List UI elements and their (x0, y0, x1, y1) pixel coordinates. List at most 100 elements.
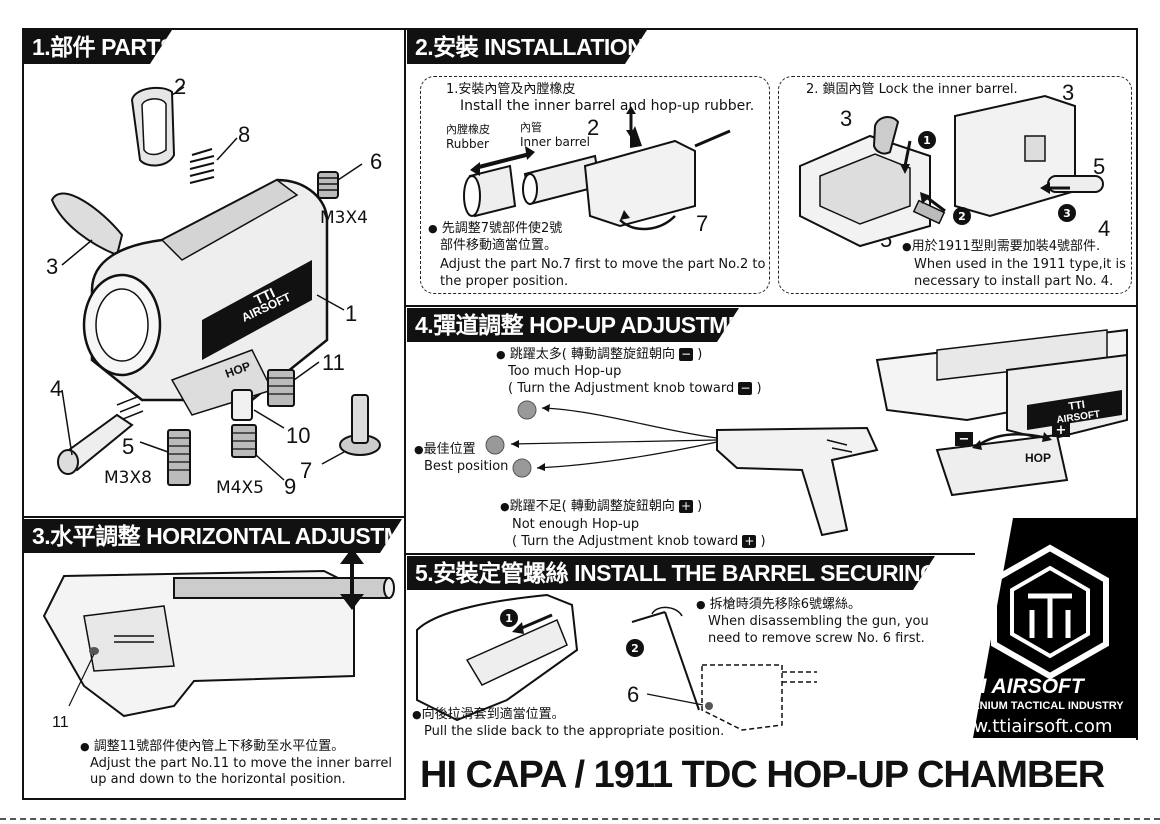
too-much-turn: ( Turn the Adjustment knob toward − ) (508, 380, 762, 397)
part-number-6: 6 (370, 149, 383, 174)
not-enough-cn-text: 跳躍不足( 轉動調整旋鈕朝向 (509, 499, 675, 514)
best-position-cn: ●最佳位置 (414, 442, 476, 457)
slide-note-cn-text: 向後拉滑套到適當位置。 (421, 707, 565, 722)
part-number-3: 3 (46, 254, 59, 279)
install-step1-part-2: 2 (587, 115, 600, 140)
part-6-size: M3X4 (320, 208, 368, 228)
installation-header: 2.安裝 INSTALLATION (407, 30, 647, 64)
hop-up-chamber-exploded-drawing: TTI AIRSOFT HOP (50, 86, 381, 486)
install-step2-note-en1: When used in the 1911 type,it is (914, 257, 1126, 272)
screws-header: 5.安裝定管螺絲 INSTALL THE BARREL SECURING SCR… (407, 556, 935, 590)
too-much-cn-text: 跳躍太多( 轉動調整旋鈕朝向 (509, 347, 675, 362)
part-number-5: 5 (122, 434, 135, 459)
part-number-9: 9 (284, 474, 297, 499)
install-step2-box (778, 76, 1132, 294)
part-number-11: 11 (322, 350, 345, 375)
not-enough-cn-close: ) (697, 499, 703, 514)
screws-drawing: 1 2 (416, 593, 817, 731)
not-enough-cn: ●跳躍不足( 轉動調整旋鈕朝向 + ) (500, 499, 703, 514)
install-step1-title-cn: 1.安裝內管及內膛橡皮 (446, 82, 576, 97)
horizontal-header: 3.水平調整 HORIZONTAL ADJUSTMENT (24, 519, 402, 553)
hopup-trajectory-drawing: TTI AIRSOFT HOP − + (485, 328, 1128, 537)
not-enough-turn-text: ( Turn the Adjustment knob toward (512, 534, 739, 549)
rubber-label-cn: 內膛橡皮 (446, 123, 490, 136)
horizontal-part-11: 11 (52, 714, 69, 731)
part-number-1: 1 (345, 301, 358, 326)
install-step1-part-7: 7 (696, 211, 709, 236)
barrel-label-en: Inner barrel (520, 135, 590, 149)
barrel-label-cn: 內管 (520, 121, 542, 134)
screws-note-cn-text: 拆槍時須先移除6號螺絲。 (709, 597, 862, 612)
hopup-hop-text: HOP (1025, 451, 1051, 465)
too-much-cn-close: ) (697, 347, 703, 362)
screws-part-6: 6 (627, 682, 640, 707)
install-step2-part-4: 4 (1098, 216, 1111, 241)
hopup-knob-minus-icon: − (959, 432, 970, 447)
too-much-turn-text: ( Turn the Adjustment knob toward (508, 381, 735, 396)
plus-icon: + (678, 499, 693, 513)
part-9-size: M4X5 (216, 478, 264, 498)
not-enough-en: Not enough Hop-up (512, 517, 640, 532)
install-step2-note-cn: ●用於1911型則需要加裝4號部件. (902, 239, 1101, 254)
install-step1-drawing (463, 106, 731, 231)
install-step1-note-cn1-text: 先調整7號部件使2號 (441, 221, 563, 236)
product-title: HI CAPA / 1911 TDC HOP-UP CHAMBER (420, 754, 1105, 796)
part-number-7: 7 (300, 458, 313, 483)
part-number-2: 2 (174, 74, 187, 99)
install-step1-title-en: Install the inner barrel and hop-up rubb… (460, 98, 755, 114)
install-step2-badge-1: 1 (923, 134, 931, 147)
install-step2-part-3a: 3 (840, 106, 853, 131)
minus-icon: − (679, 347, 694, 361)
not-enough-turn-close: ) (760, 534, 766, 549)
hopup-header: 4.彈道調整 HOP-UP ADJUSTMENT (407, 308, 739, 342)
slide-note-en: Pull the slide back to the appropriate p… (424, 724, 725, 739)
part-number-8: 8 (238, 122, 251, 147)
not-enough-turn: ( Turn the Adjustment knob toward + ) (512, 533, 766, 550)
brand-name: TTI AIRSOFT (955, 675, 1084, 698)
brand-tagline: TITANIUM TACTICAL INDUSTRY (956, 700, 1124, 712)
rubber-label-en: Rubber (446, 137, 489, 151)
cut-line (0, 818, 1160, 820)
tti-logo-icon (991, 544, 1109, 680)
install-step2-part-5a: 5 (1093, 154, 1106, 179)
install-step1-note-en1: Adjust the part No.7 first to move the p… (440, 257, 766, 272)
best-position-en: Best position (424, 459, 509, 474)
part-5-size: M3X8 (104, 468, 152, 488)
hopup-tti-text: TTI (1068, 399, 1086, 413)
install-step1-note-cn1: ● 先調整7號部件使2號 (428, 221, 563, 236)
install-step2-drawing: 1 2 3 (799, 94, 1104, 248)
install-step1-box (420, 76, 770, 294)
best-position-cn-text: 最佳位置 (423, 442, 476, 457)
too-much-turn-close: ) (756, 381, 762, 396)
title-bar (406, 740, 1138, 800)
brand-url: www.ttiairsoft.com (944, 716, 1113, 737)
hopup-knob-plus-icon: + (1056, 423, 1067, 438)
parts-header: 1.部件 PARTS (24, 30, 172, 64)
screws-badge-2: 2 (631, 642, 639, 655)
install-step2-badge-3: 3 (1063, 207, 1071, 220)
install-step2-title: 2. 鎖固內管 Lock the inner barrel. (806, 82, 1018, 97)
screws-badge-1: 1 (505, 612, 513, 625)
screws-note-en2: need to remove screw No. 6 first. (708, 631, 925, 646)
too-much-en: Too much Hop-up (508, 364, 622, 379)
install-step2-note-en2: necessary to install part No. 4. (914, 274, 1114, 289)
horizontal-note-cn: ● 調整11號部件使內管上下移動至水平位置。 (80, 739, 345, 754)
horizontal-note-cn-text: 調整11號部件使內管上下移動至水平位置。 (93, 739, 345, 754)
part-number-10: 10 (286, 423, 311, 448)
install-step2-badge-2: 2 (958, 210, 966, 223)
plus-icon: + (742, 534, 757, 548)
install-step1-note-cn2: 部件移動適當位置。 (440, 238, 558, 253)
install-step2-part-3b: 3 (1062, 80, 1075, 105)
horizontal-note-en2: up and down to the horizontal position. (90, 772, 346, 787)
install-step2-note-cn-text: 用於1911型則需要加裝4號部件. (911, 239, 1101, 254)
horizontal-adjustment-drawing (42, 548, 395, 718)
install-step1-note-en2: the proper position. (440, 274, 569, 289)
slide-note-cn: ●向後拉滑套到適當位置。 (412, 707, 565, 722)
minus-icon: − (738, 381, 753, 395)
too-much-cn: ● 跳躍太多( 轉動調整旋鈕朝向 − ) (496, 347, 703, 362)
screws-note-cn: ● 拆槍時須先移除6號螺絲。 (696, 597, 862, 612)
screws-note-en1: When disassembling the gun, you (708, 614, 929, 629)
part-number-4: 4 (50, 376, 63, 401)
horizontal-note-en1: Adjust the part No.11 to move the inner … (90, 756, 392, 771)
